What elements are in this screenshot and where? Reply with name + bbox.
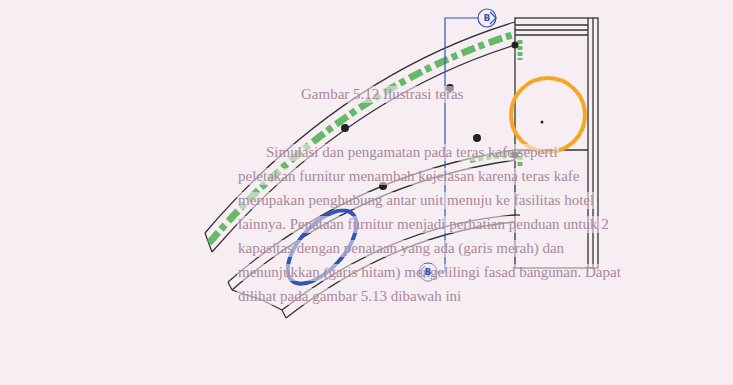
- highlight-circle: [511, 78, 585, 152]
- bleed-text: merupakan penghubung antar unit menuju k…: [237, 192, 595, 209]
- bleed-text: Simulasi dan pengamatan pada teras kafe …: [265, 144, 559, 161]
- planting: [209, 34, 515, 243]
- section-marker: B: [425, 267, 432, 277]
- bleed-text: peletakan furnitur menambah kejelasan ka…: [237, 168, 581, 185]
- bleed-text: Gambar 5.12 Ilustrasi teras: [300, 86, 464, 103]
- bleed-text: lainnya. Penataan furnitur menjadi perha…: [237, 216, 610, 233]
- section-marker: B: [484, 13, 491, 23]
- bleed-text: dilihat pada gambar 5.13 dibawah ini: [237, 288, 462, 305]
- bleed-text: kapasitas dengan penataan yang ada (gari…: [237, 240, 565, 257]
